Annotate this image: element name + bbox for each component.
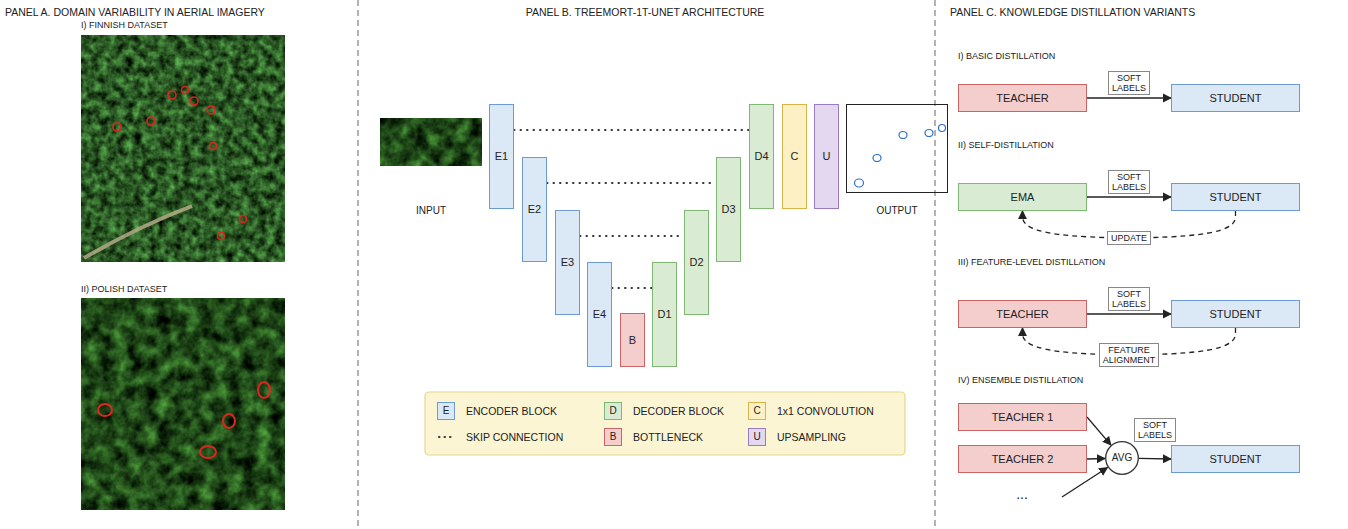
student-box: STUDENT [1171, 84, 1300, 112]
edge-label: SOFT LABELS [1108, 71, 1150, 95]
distillation-arrow [1087, 97, 1171, 98]
dataset-label: I) FINNISH DATASET [81, 20, 168, 31]
predicted-masks [855, 125, 946, 188]
node-label: STUDENT [1210, 92, 1262, 105]
distillation-arrow [1087, 417, 1111, 445]
edge-label: SOFT LABELS [1108, 287, 1150, 311]
input-image: INPUT [380, 118, 482, 166]
variant-title: II) SELF-DISTILLATION [958, 140, 1054, 151]
distillation-arrow [1087, 313, 1171, 314]
panel-title: PANEL A. DOMAIN VARIABILITY IN AERIAL IM… [5, 6, 265, 19]
teacher-box: TEACHER [958, 84, 1087, 112]
legend-text: UPSAMPLING [777, 428, 846, 446]
node-label: STUDENT [1210, 453, 1262, 466]
ellipsis: ... [1016, 486, 1028, 503]
legend-text: 1x1 CONVOLUTION [777, 402, 874, 420]
legend-line-sample-svg [437, 428, 455, 446]
legend-letter: D [609, 406, 616, 416]
encoder-block: E3 [555, 210, 580, 315]
decoder-block: D1 [652, 262, 677, 367]
panel-title: PANEL C. KNOWLEDGE DISTILLATION VARIANTS [950, 6, 1195, 19]
dataset-label: II) POLISH DATASET [81, 284, 167, 295]
bottleneck-block: B [620, 313, 645, 367]
node-label: INPUT [381, 205, 481, 217]
decoder-block: D2 [684, 210, 709, 315]
encoder-block: E4 [587, 262, 612, 367]
encoder-block: E1 [489, 104, 514, 209]
skip-connection [514, 129, 749, 131]
teacher-box: TEACHER 1 [958, 403, 1087, 431]
node-label: STUDENT [1210, 308, 1262, 321]
teacher-box: TEACHER [958, 300, 1087, 328]
edge-label: UPDATE [1107, 231, 1151, 245]
distillation-arrow [1087, 196, 1171, 197]
average-circle-shape [1106, 442, 1139, 475]
legend-dotted-line [439, 436, 454, 438]
average-circle: AVG [1105, 441, 1139, 475]
legend-letter: E [443, 406, 450, 416]
node-label: E1 [495, 150, 508, 163]
convolution-block: C [782, 104, 807, 209]
input-thumbnail [380, 118, 482, 166]
node-label: TEACHER 2 [992, 453, 1054, 466]
aerial-image [81, 298, 285, 510]
node-label: B [629, 334, 636, 347]
mortality-markers [98, 382, 270, 458]
output-mask: OUTPUT [846, 104, 948, 193]
panel-separator [935, 0, 936, 529]
edge-label: FEATURE ALIGNMENT [1099, 343, 1160, 367]
skip-connection [547, 182, 716, 184]
node-label: TEACHER [996, 308, 1049, 321]
upsampling-block: U [814, 104, 839, 209]
teacher-box: TEACHER 2 [958, 445, 1087, 473]
encoder-block: E2 [522, 157, 547, 262]
mortality-markers [113, 87, 247, 240]
aerial-image [81, 35, 285, 262]
edge-label: SOFT LABELS [1134, 418, 1176, 442]
skip-connection [612, 287, 652, 289]
edge-label: SOFT LABELS [1108, 170, 1150, 194]
legend-letter: U [753, 432, 760, 442]
node-label: E3 [561, 256, 574, 269]
student-box: STUDENT [1171, 300, 1300, 328]
decoder-block: D4 [749, 104, 774, 209]
ema-box: EMA [958, 183, 1087, 211]
panel-separator [358, 0, 359, 529]
variant-title: III) FEATURE-LEVEL DISTILLATION [958, 257, 1105, 268]
node-label: E4 [593, 308, 606, 321]
node-label: EMA [1011, 191, 1035, 204]
forest-road [84, 206, 192, 258]
variant-title: IV) ENSEMBLE DISTILLATION [958, 375, 1083, 386]
legend-text: BOTTLENECK [633, 428, 703, 446]
legend-text: DECODER BLOCK [633, 402, 724, 420]
legend-letter: C [753, 406, 760, 416]
node-label: D2 [689, 256, 703, 269]
node-label: E2 [528, 203, 541, 216]
student-box: STUDENT [1171, 445, 1300, 473]
node-label: C [791, 150, 799, 163]
legend-text: ENCODER BLOCK [466, 402, 557, 420]
node-label: TEACHER [996, 92, 1049, 105]
legend-text: SKIP CONNECTION [466, 428, 563, 446]
legend-background [425, 392, 905, 455]
decoder-block: D3 [716, 157, 741, 262]
variant-title: I) BASIC DISTILLATION [958, 51, 1055, 62]
node-label: D3 [721, 203, 735, 216]
skip-connection [580, 235, 684, 237]
panel-title: PANEL B. TREEMORT-1T-UNET ARCHITECTURE [526, 6, 765, 19]
node-label: TEACHER 1 [992, 411, 1054, 424]
legend-line-sample [437, 428, 455, 446]
distillation-arrow [1087, 458, 1105, 460]
node-label: STUDENT [1210, 191, 1262, 204]
node-label: AVG [1112, 452, 1132, 464]
node-label: OUTPUT [847, 205, 947, 217]
student-box: STUDENT [1171, 183, 1300, 211]
distillation-arrow [1139, 458, 1171, 460]
node-label: U [823, 150, 831, 163]
node-label: D1 [657, 308, 671, 321]
legend-letter: B [610, 432, 617, 442]
node-label: D4 [754, 150, 768, 163]
